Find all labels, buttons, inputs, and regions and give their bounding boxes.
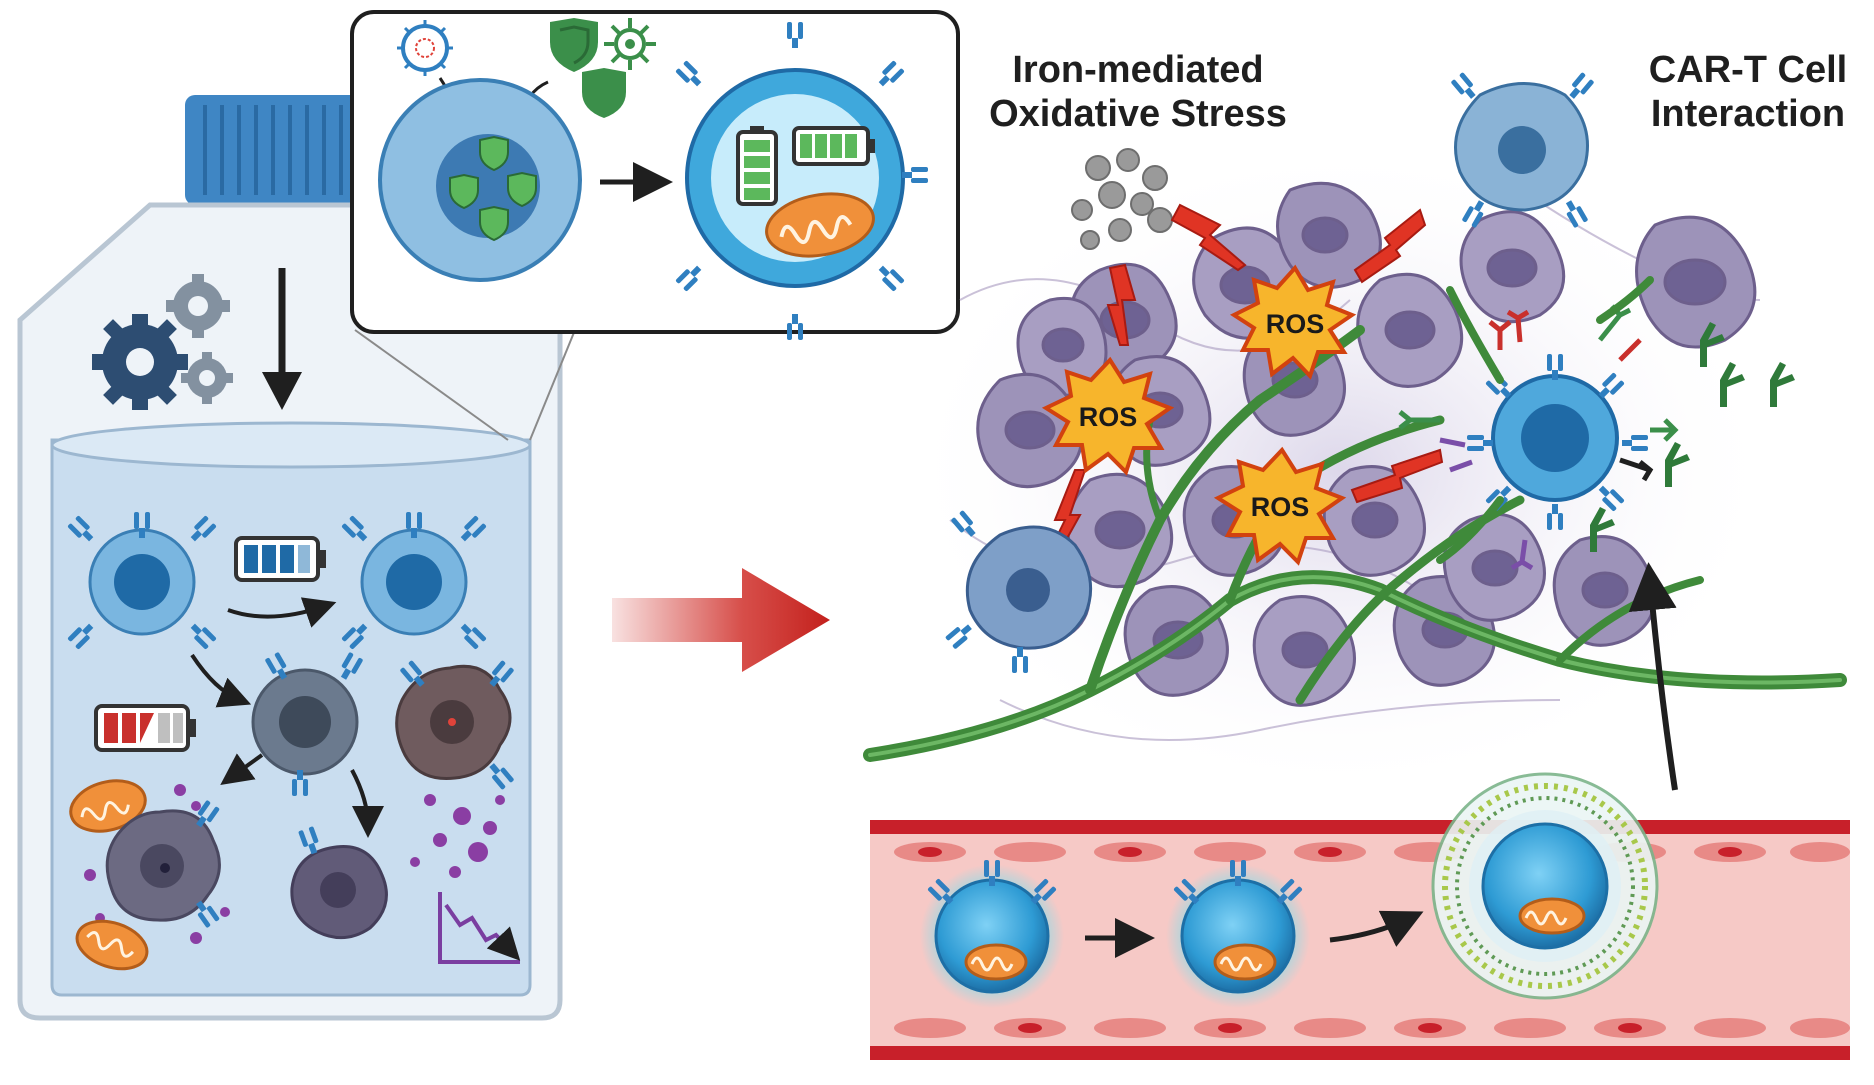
apoptotic-cell	[395, 659, 515, 791]
tumor-cell	[1459, 210, 1566, 324]
culture-bottle	[17, 95, 563, 1021]
tumor-cells	[976, 181, 1757, 707]
arrow-icon	[350, 769, 384, 838]
shield-icon	[582, 68, 626, 118]
gear-icon	[92, 314, 188, 410]
tumor-microenvironment: ROS ROS ROS	[863, 71, 1847, 800]
damaged-tcell	[944, 509, 1093, 673]
oxidative-stress-title-line1: Iron-mediated	[1012, 49, 1263, 91]
nanoparticle-coated-tcell	[1431, 772, 1659, 1000]
transition-arrow	[612, 568, 830, 672]
tcell-exhausted	[251, 651, 364, 796]
ligand-bindings	[1398, 304, 1679, 571]
cart-cell-synapse	[1398, 276, 1795, 571]
battery-low-icon	[94, 704, 196, 752]
ros-label: ROS	[1079, 402, 1138, 432]
arrow-icon	[1628, 562, 1678, 791]
vessel-wall-top	[870, 820, 1850, 834]
blood-vessel	[870, 772, 1850, 1060]
battery-full-icon	[792, 126, 875, 166]
mitochondrion-icon	[765, 192, 875, 258]
gear-icon	[166, 274, 230, 338]
shield-icon	[479, 135, 509, 172]
medium-surface	[50, 421, 532, 469]
mitochondrion-icon	[69, 779, 147, 833]
tcell-protected	[378, 78, 582, 282]
tcell-healthy	[67, 512, 217, 650]
arrow-icon	[190, 653, 252, 708]
ros-label: ROS	[1251, 492, 1310, 522]
mitochondrion-icon	[1518, 897, 1586, 935]
shield-icon	[479, 205, 509, 242]
arrow-icon	[1329, 910, 1424, 947]
cart-title-line2: Interaction	[1651, 93, 1845, 135]
tumor-cell	[1276, 181, 1382, 289]
tcell-enhanced	[675, 22, 928, 340]
ros-burst: ROS	[1041, 356, 1175, 476]
shield-icon	[449, 173, 479, 210]
gear-icon	[181, 352, 233, 404]
necrotic-cell	[105, 799, 221, 929]
shield-icon	[550, 18, 598, 72]
battery-full-icon	[234, 536, 326, 582]
shield-icon	[507, 171, 537, 208]
tcell-healthy	[341, 512, 487, 650]
vessel-wall-bottom	[870, 1046, 1850, 1060]
tumor-cell	[1252, 595, 1356, 707]
circulating-tcell	[920, 860, 1064, 1008]
inset-panel	[350, 10, 960, 340]
free-antibodies	[1590, 322, 1795, 552]
fibroblast-connections	[1436, 276, 1654, 564]
shrunken-cell	[290, 826, 388, 940]
damaged-tcell	[1450, 71, 1595, 229]
virus-icon	[604, 18, 656, 70]
iron-particles	[1071, 148, 1173, 250]
tumor-cell	[1635, 215, 1757, 349]
arrow-icon	[262, 372, 302, 410]
cart-title-line1: CAR-T Cell	[1649, 49, 1847, 91]
oxidative-stress-title-line2: Oxidative Stress	[989, 93, 1287, 135]
zoom-lines	[354, 329, 576, 441]
ros-burst: ROS	[1229, 264, 1357, 380]
circulating-tcell	[1166, 860, 1310, 1008]
mitochondrion-icon	[1213, 943, 1277, 981]
arrow-icon	[220, 753, 264, 786]
mitochondrion-icon	[964, 943, 1028, 981]
ros-burst: ROS	[1213, 446, 1347, 566]
ros-label: ROS	[1266, 309, 1325, 339]
bottle-cap	[185, 95, 385, 205]
virus-icon	[397, 20, 453, 76]
mitochondrion-icon	[75, 919, 149, 971]
arrow-icon	[227, 597, 337, 628]
tumor-cell	[1322, 465, 1426, 577]
decline-chart-icon	[438, 892, 521, 964]
battery-full-icon	[736, 126, 778, 206]
